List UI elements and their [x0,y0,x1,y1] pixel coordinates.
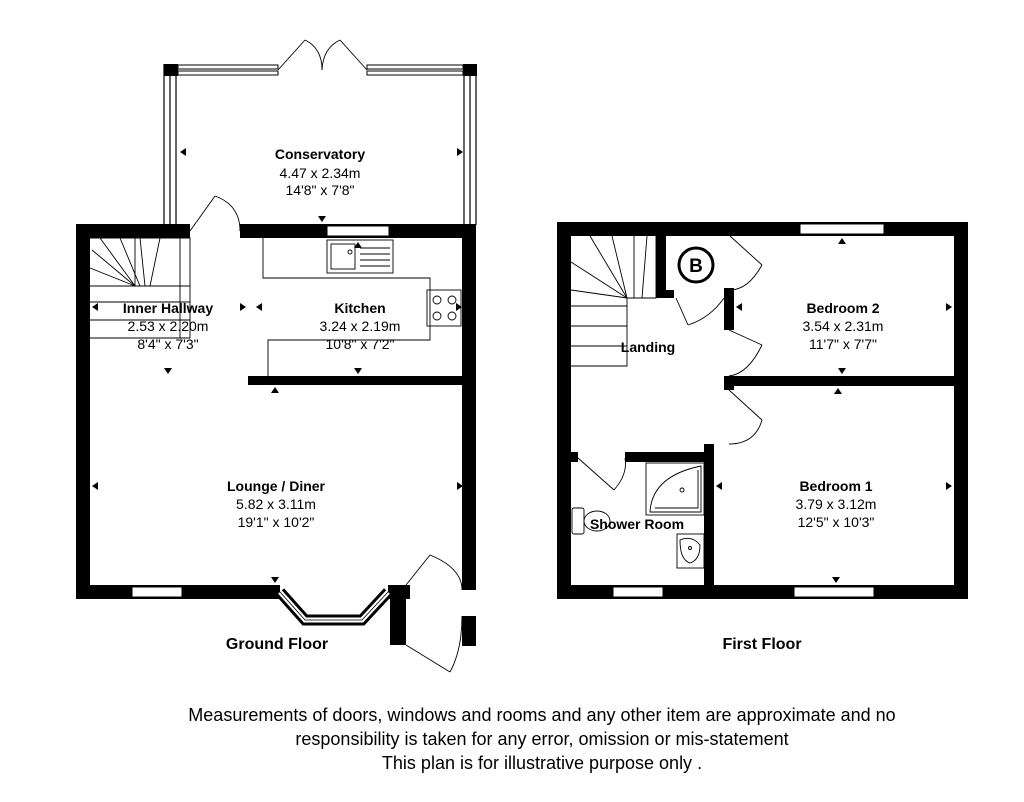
kitchen-metric: 3.24 x 2.19m [320,318,401,334]
conservatory-metric: 4.47 x 2.34m [280,165,361,181]
bedroom-1-imperial: 12'5" x 10'3" [798,514,875,530]
lounge-diner-imperial: 19'1" x 10'2" [238,514,315,530]
sink-icon [326,239,394,274]
inner-hallway-metric: 2.53 x 2.20m [128,318,209,334]
ground-floor-plan: Conservatory 4.47 x 2.34m 14'8" x 7'8" I… [76,39,477,673]
bedroom-1-window [793,586,875,598]
lounge-diner-metric: 5.82 x 3.11m [236,496,316,512]
inner-hallway-imperial: 8'4" x 7'3" [137,336,198,352]
conservatory-name: Conservatory [275,146,365,162]
bedroom-2-name: Bedroom 2 [806,300,879,316]
first-floor-staircase [570,235,657,367]
shower-tray-icon [645,462,705,516]
conservatory-frame [163,39,477,225]
landing-name: Landing [621,339,675,355]
ground-floor-dimension-arrows [92,148,463,583]
disclaimer-line: This plan is for illustrative purpose on… [381,753,703,773]
inner-hallway-name: Inner Hallway [123,300,213,316]
lounge-window [131,586,183,598]
ground-floor-walls [76,224,476,646]
ground-floor-label: Ground Floor [226,636,328,653]
toilet-icon [571,507,611,535]
boiler-icon: B [677,246,715,284]
hob-icon [426,289,462,327]
disclaimer-line: responsibility is taken for any error, o… [295,729,789,749]
kitchen-window [326,225,390,237]
ground-floor-doors [189,195,463,673]
disclaimer-line: Measurements of doors, windows and rooms… [188,705,896,725]
bedroom-1-name: Bedroom 1 [799,478,872,494]
kitchen-imperial: 10'8" x 7'2" [326,336,395,352]
ground-floor-staircase [89,237,191,339]
bedroom-2-imperial: 11'7" x 7'7" [809,336,877,352]
bedroom-2-window [799,223,885,235]
first-floor-label: First Floor [722,636,801,653]
first-floor-walls [557,222,968,599]
conservatory-imperial: 14'8" x 7'8" [286,182,355,198]
basin-icon [676,533,705,569]
kitchen-name: Kitchen [334,300,385,316]
first-floor-plan: B Landing [557,222,968,653]
kitchen-worktop [262,238,431,376]
first-floor-doors [577,235,763,491]
disclaimer: Measurements of doors, windows and rooms… [112,703,972,775]
first-floor-dimension-arrows [716,238,952,583]
shower-room-window [612,586,664,598]
lounge-diner-name: Lounge / Diner [227,478,326,494]
boiler-symbol: B [689,256,703,277]
shower-room-name: Shower Room [590,516,684,532]
bay-window [275,588,393,626]
bedroom-2-metric: 3.54 x 2.31m [803,318,884,334]
bedroom-1-metric: 3.79 x 3.12m [796,496,877,512]
